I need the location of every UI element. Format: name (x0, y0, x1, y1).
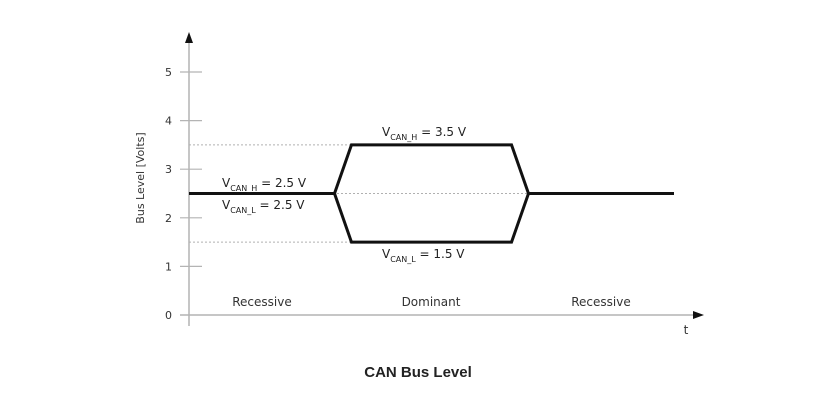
y-tick-label-0: 0 (165, 309, 172, 322)
x-axis-label: t (684, 323, 689, 337)
region-label-recessive-1: Recessive (232, 295, 291, 309)
y-tick-label-3: 3 (165, 163, 172, 176)
annotation-recessive-canl: VCAN_L = 2.5 V (222, 198, 305, 215)
y-axis-arrow (185, 32, 193, 43)
y-axis-label: Bus Level [Volts] (134, 132, 147, 223)
y-tick-label-5: 5 (165, 66, 172, 79)
x-axis-arrow (693, 311, 704, 319)
annotation-dominant-canl: VCAN_L = 1.5 V (382, 247, 465, 264)
annotation-recessive-canh: VCAN_H = 2.5 V (222, 176, 307, 193)
region-label-recessive-2: Recessive (571, 295, 630, 309)
signal-can-l (189, 192, 674, 244)
y-tick-label-4: 4 (165, 115, 172, 128)
region-label-dominant: Dominant (402, 295, 461, 309)
chart-title: CAN Bus Level (364, 364, 472, 381)
y-tick-label-1: 1 (165, 260, 172, 273)
annotation-dominant-canh: VCAN_H = 3.5 V (382, 125, 467, 142)
y-tick-label-2: 2 (165, 212, 172, 225)
